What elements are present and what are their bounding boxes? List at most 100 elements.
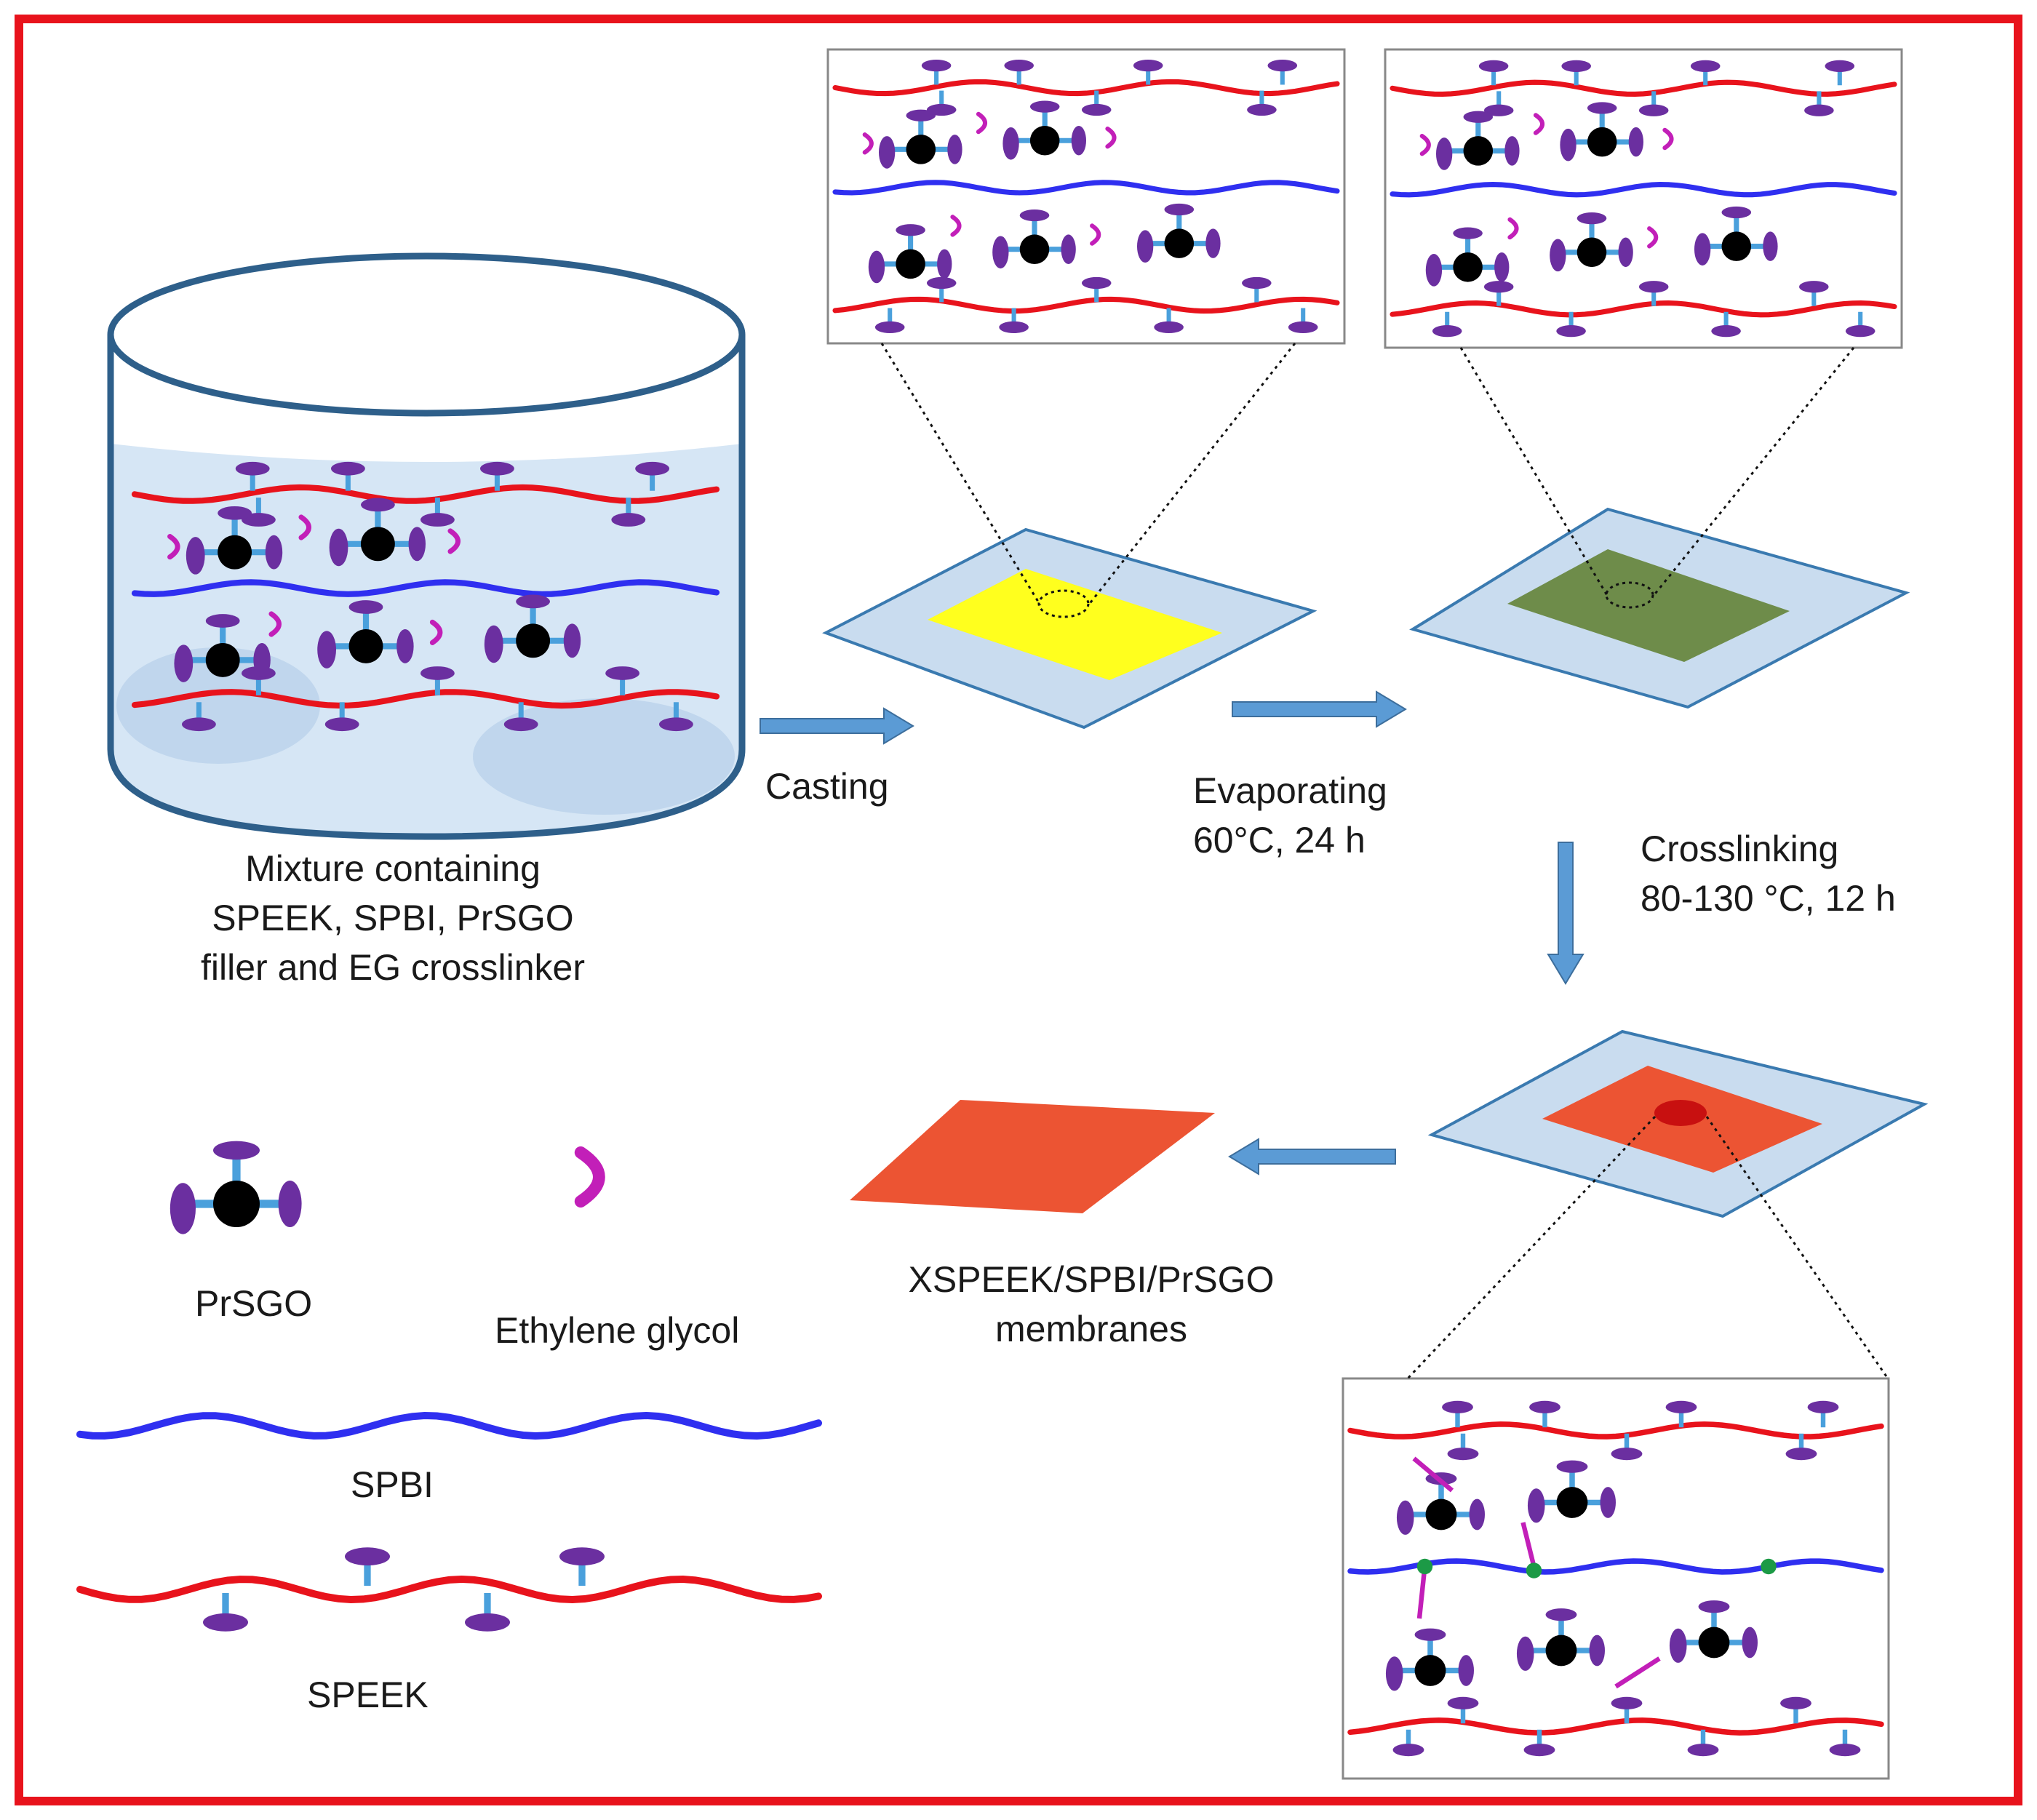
spbi-chain (832, 180, 1340, 196)
sulfonate-group (658, 717, 693, 732)
sulfonate-group (1432, 325, 1462, 338)
spbi-chain (1347, 1558, 1884, 1575)
speek-chain (131, 689, 720, 709)
sulfonate-group (420, 666, 455, 680)
prsgo-end-top (348, 600, 383, 614)
ethylene-glycol-molecule (862, 132, 874, 155)
ethylene-glycol-molecule (447, 528, 461, 554)
prsgo-core (1587, 127, 1617, 157)
sulfonate-group (1288, 321, 1318, 334)
product-label-line-2: membranes (995, 1309, 1187, 1349)
prsgo-end-left (329, 528, 348, 567)
beaker-rim (107, 252, 746, 417)
sulfonate-group (1785, 1448, 1817, 1461)
sulfonate-group (324, 717, 359, 732)
speek-chain (1347, 1717, 1884, 1736)
sulfonate-group (1447, 1696, 1479, 1709)
sulfonate-group (559, 1547, 605, 1566)
prsgo-end-left (1694, 233, 1711, 266)
prsgo-end-top (1576, 212, 1607, 225)
prsgo-end-right (1504, 136, 1520, 166)
prsgo-end-left (1550, 239, 1566, 272)
sulfonate-group (1081, 276, 1112, 290)
legend-spbi-label: SPBI (351, 1464, 434, 1505)
inset-crosslinked-structure (1342, 1377, 1890, 1780)
sulfonate-group (1687, 1744, 1719, 1757)
crosslink-node (1761, 1558, 1777, 1575)
ethylene-glycol-molecule (1090, 223, 1101, 246)
prsgo-end-top (1587, 102, 1617, 114)
prsgo-end-top (1556, 1460, 1588, 1473)
prsgo-end-right (253, 642, 271, 677)
sulfonate-group (1561, 60, 1591, 72)
prsgo-end-top (1164, 203, 1195, 216)
prsgo-end-top (1698, 1600, 1730, 1613)
prsgo-core (1414, 1655, 1446, 1686)
speek-chain (832, 79, 1340, 97)
legend-prsgo-label: PrSGO (195, 1283, 313, 1324)
sulfonate-group (479, 461, 514, 476)
sulfonate-group (1447, 1448, 1479, 1461)
sulfonate-group (1529, 1400, 1560, 1413)
speek-chain (1390, 300, 1897, 318)
prsgo-core (1556, 1487, 1588, 1518)
sulfonate-group (1638, 104, 1669, 116)
sulfonate-group (1780, 1696, 1811, 1709)
prsgo-core (1164, 228, 1195, 258)
sulfonate-group (235, 461, 270, 476)
prsgo-core (1698, 1627, 1730, 1659)
mixture-label-line-2: SPEEK, SPBI, PrSGO (212, 898, 574, 938)
sulfonate-group (330, 461, 365, 476)
prsgo-end-right (1469, 1498, 1486, 1530)
sulfonate-group (1523, 1744, 1555, 1757)
prsgo-end-right (1742, 1627, 1758, 1659)
prsgo-end-right (1458, 1655, 1475, 1686)
legend-speek-chain (76, 1575, 822, 1604)
prsgo-end-right (1589, 1635, 1605, 1667)
prsgo-end-left (1435, 137, 1453, 170)
sulfonate-group (1004, 59, 1034, 72)
zoom-guide-line (1406, 1115, 1657, 1380)
prsgo-end-right (396, 628, 414, 663)
prsgo-end-top (896, 224, 925, 236)
sulfonate-group (203, 1613, 248, 1632)
prsgo-end-top (1463, 111, 1494, 123)
prsgo-end-right (1628, 127, 1643, 157)
sulfonate-group (1081, 103, 1112, 116)
sulfonate-group (926, 103, 957, 116)
arrow-casting (760, 707, 914, 745)
crosslinking-label: Crosslinking 80-130 °C, 12 h (1641, 824, 1896, 923)
speek-chain (131, 484, 720, 504)
prsgo-end-left (878, 136, 896, 169)
prsgo-core (213, 1181, 260, 1227)
sulfonate-group (999, 321, 1029, 334)
prsgo-end-top (1029, 100, 1060, 113)
prsgo-core (1029, 125, 1060, 156)
sulfonate-group (1247, 103, 1277, 116)
crosslink-node (1526, 1562, 1542, 1578)
prsgo-core (1453, 252, 1483, 282)
ethylene-glycol-molecule (1419, 133, 1431, 156)
prsgo-end-right (265, 535, 283, 570)
sulfonate-group (1556, 325, 1586, 338)
sulfonate-group (635, 461, 670, 476)
prsgo-end-top (1545, 1608, 1577, 1621)
prsgo-core (1576, 237, 1607, 268)
ethylene-glycol-molecule (429, 619, 443, 645)
outer-frame (15, 15, 2022, 1805)
mixture-beaker (107, 252, 746, 840)
sulfonate-group (1133, 59, 1163, 72)
prsgo-end-left (868, 250, 885, 284)
zoom-guide-line (1087, 343, 1296, 606)
zoom-spot (1654, 1100, 1707, 1126)
ethylene-glycol-molecule (950, 215, 962, 237)
sulfonate-group (241, 513, 276, 527)
prsgo-end-right (408, 527, 426, 562)
prsgo-core (1721, 231, 1752, 261)
prsgo-core (516, 623, 551, 658)
prsgo-end-top (1721, 206, 1752, 219)
prsgo-core (1019, 234, 1050, 265)
sulfonate-group (1799, 281, 1829, 293)
sulfonate-group (1611, 1448, 1643, 1461)
prsgo-end-top (205, 614, 240, 628)
